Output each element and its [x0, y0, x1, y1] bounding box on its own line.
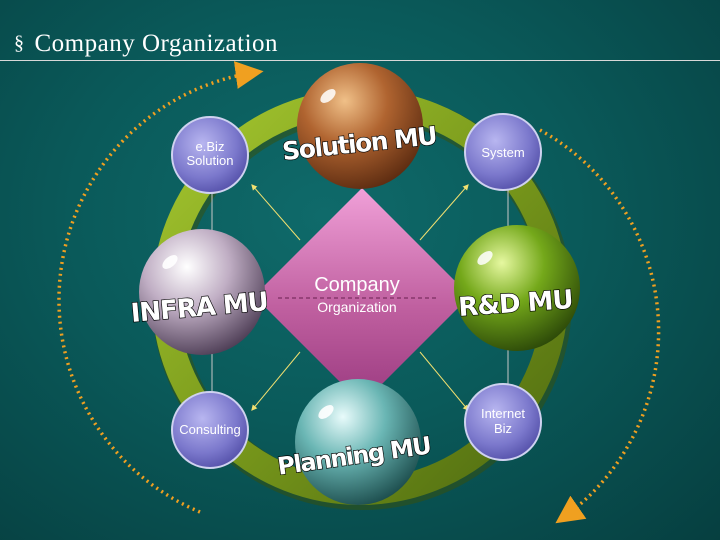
sphere-solution-mu: Solution MU — [280, 63, 438, 189]
center-diamond — [254, 188, 470, 404]
arrow-to-consulting — [251, 351, 301, 411]
sphere-planning-mu: Planning MU — [275, 379, 433, 505]
center-label-company: Company — [314, 274, 400, 296]
node-internet-biz-line1: Internet — [481, 406, 525, 421]
node-system: System — [464, 113, 542, 191]
node-ebiz-solution-line2: Solution — [187, 153, 234, 168]
arrow-to-system — [419, 184, 469, 241]
node-consulting: Consulting — [171, 391, 249, 469]
slide-title: Company Organization — [34, 30, 279, 57]
arrow-to-ebiz-solution — [251, 184, 301, 241]
node-consulting-label: Consulting — [179, 422, 240, 437]
slide-header: § Company Organization — [0, 0, 720, 61]
rotation-arrow-left — [57, 61, 264, 514]
node-internet-biz-line2: Biz — [494, 421, 512, 436]
square-bullet-icon: § — [14, 32, 25, 54]
node-internet-biz: Internet Biz — [464, 383, 542, 461]
sphere-infra-mu: INFRA MU — [129, 229, 270, 355]
node-ebiz-solution: e.Biz Solution — [171, 116, 249, 194]
sphere-rnd-mu: R&D MU — [454, 225, 580, 351]
rotation-arrow-right — [539, 128, 661, 524]
title-divider — [0, 60, 720, 61]
node-system-label: System — [481, 145, 524, 160]
node-ebiz-solution-line1: e.Biz — [196, 139, 225, 154]
arrow-to-internet-biz — [419, 351, 469, 411]
slide-title-row: § Company Organization — [14, 30, 278, 58]
center-label-organization: Organization — [317, 299, 396, 315]
